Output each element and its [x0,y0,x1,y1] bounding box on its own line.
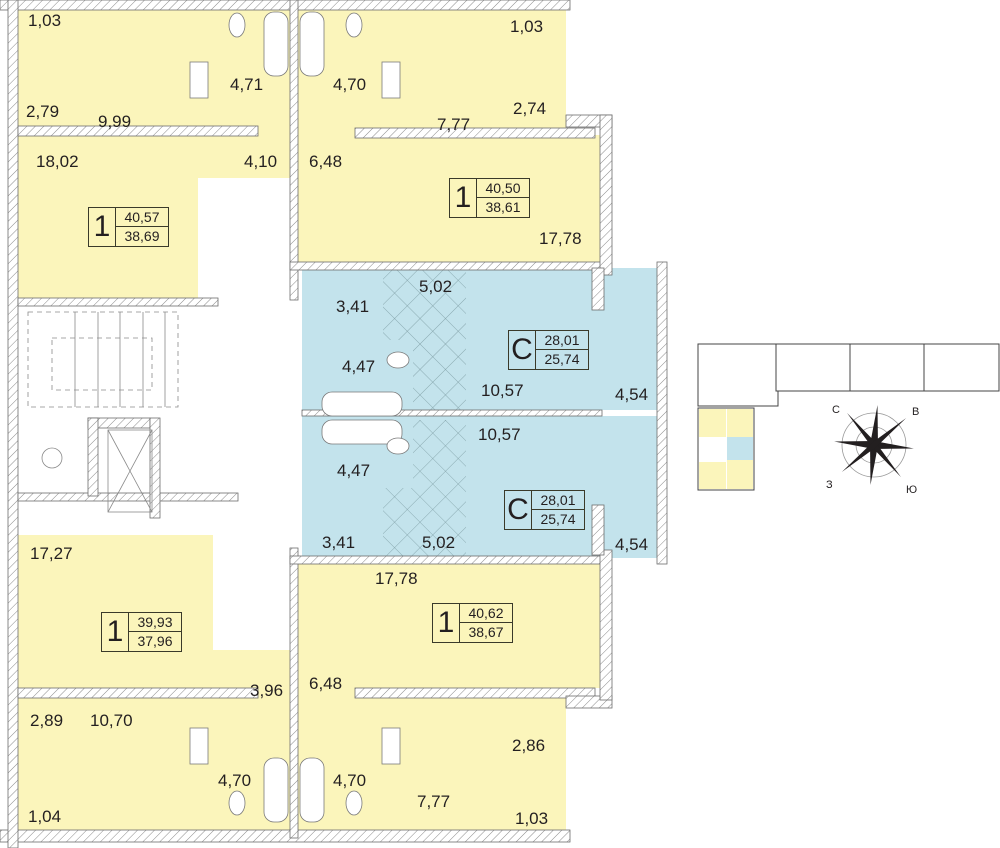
room-area-wardrobe: 2,89 [30,711,64,730]
room-area-hall: 4,10 [244,152,278,171]
room-area-kitchen: 7,77 [437,115,471,134]
room-area-hall: 6,48 [309,152,343,171]
living-area: 37,96 [137,633,173,649]
compass-rose-icon [834,405,914,485]
compass-south-label: Ю [906,484,918,496]
room-area-kitchen: 7,77 [417,792,451,811]
room-area-kitchen-zone: 5,02 [419,277,453,296]
room-count: 1 [433,604,460,642]
walls [0,0,668,848]
total-area: 40,62 [460,604,512,623]
living-area: 25,74 [540,511,576,527]
living-area: 38,67 [468,624,504,640]
room-area-wardrobe: 2,86 [512,736,546,755]
room-area-loggia: 4,54 [615,535,649,554]
room-area-living: 17,27 [30,544,73,563]
total-area: 28,01 [536,331,588,350]
compass-north-label: С [832,404,840,416]
total-area: 40,50 [477,179,529,198]
room-area-living: 18,02 [36,152,79,171]
room-area-bathroom: 4,47 [337,461,371,480]
total-area: 40,57 [116,208,168,227]
room-area-living: 10,57 [478,425,521,444]
staircase [27,311,179,513]
room-area-hall: 3,96 [250,681,284,700]
room-area-bathroom: 4,70 [333,771,367,790]
room-area-kitchen-zone: 5,02 [422,533,456,552]
room-area-living: 10,57 [481,381,524,400]
room-area-balcony: 1,03 [515,809,549,828]
room-count: С [505,491,532,529]
living-area: 25,74 [544,351,580,367]
room-area-wardrobe: 2,79 [26,102,60,121]
room-area-kitchen: 10,70 [90,711,133,730]
room-area-bathroom: 4,70 [333,75,367,94]
room-area-living: 17,78 [539,229,582,248]
bathroom-fixtures [189,11,410,823]
room-area-hall: 3,41 [336,297,370,316]
room-count: 1 [89,208,116,246]
room-count: С [509,331,536,369]
compass-east-label: В [912,406,920,418]
room-area-hall: 3,41 [322,533,356,552]
room-area-bathroom: 4,71 [230,75,264,94]
room-area-hall: 6,48 [309,674,343,693]
key-plan [697,343,1000,491]
living-area: 38,61 [485,199,521,215]
room-area-wardrobe: 2,74 [513,99,547,118]
compass-west-label: З [826,479,833,491]
room-area-balcony: 1,03 [28,11,62,30]
room-area-bathroom: 4,70 [218,771,252,790]
room-area-balcony: 1,03 [510,17,544,36]
living-area: 38,69 [124,228,160,244]
room-area-bathroom: 4,47 [342,357,376,376]
total-area: 39,93 [129,613,181,632]
room-count: 1 [102,613,129,651]
apt-top-right-fill [298,10,603,263]
room-area-balcony: 1,04 [28,807,62,826]
total-area: 28,01 [532,491,584,510]
room-area-living: 17,78 [375,569,418,588]
room-area-loggia: 4,54 [615,385,649,404]
apt-bottom-right-fill [298,563,603,830]
room-area-kitchen: 9,99 [98,112,132,131]
room-count: 1 [450,179,477,217]
